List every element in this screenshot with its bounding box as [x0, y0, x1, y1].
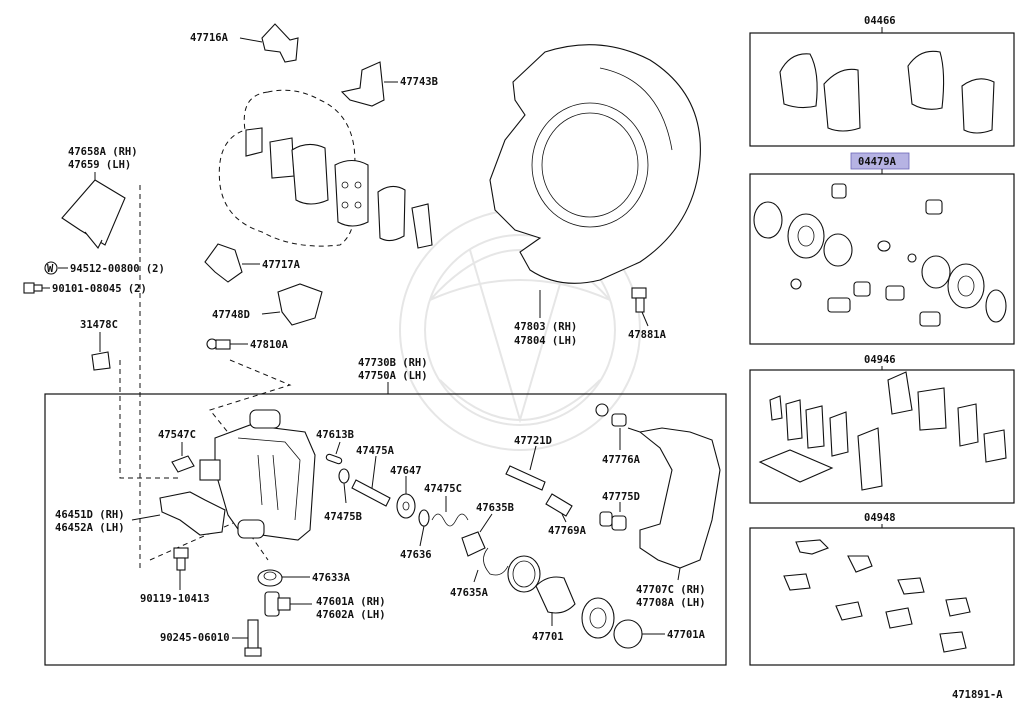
kit-label-04479A-highlight	[850, 152, 910, 170]
part-47613B[interactable]	[325, 441, 343, 465]
label-47475C: 47475C	[424, 483, 462, 495]
label-47658A: 47658A (RH)	[68, 146, 138, 158]
label-47475B: 47475B	[324, 511, 362, 523]
part-47633A[interactable]	[257, 569, 310, 587]
label-47601A: 47601A (RH)	[316, 596, 386, 608]
label-47721D: 47721D	[514, 435, 552, 447]
part-90119-bolt[interactable]	[173, 547, 189, 590]
part-47810A[interactable]	[206, 338, 248, 350]
part-47716A[interactable]	[239, 23, 299, 63]
label-47810A: 47810A	[250, 339, 289, 351]
label-47743B: 47743B	[400, 76, 438, 88]
part-47701[interactable]	[535, 576, 576, 626]
label-47748D: 47748D	[212, 309, 250, 321]
part-47601A[interactable]	[264, 591, 312, 617]
kit-label-04479A[interactable]: 04479A	[858, 156, 897, 168]
label-47775D: 47775D	[602, 491, 640, 503]
part-47776A[interactable]	[595, 403, 627, 450]
label-90245: 90245-06010	[160, 632, 230, 644]
label-47750A: 47750A (LH)	[358, 370, 428, 382]
part-90245-bolt[interactable]	[232, 619, 262, 657]
label-47804: 47804 (LH)	[514, 335, 577, 347]
label-47659: 47659 (LH)	[68, 159, 131, 171]
part-94512-washer[interactable]: W	[44, 261, 68, 275]
label-47803: 47803 (RH)	[514, 321, 577, 333]
kit-box-04948[interactable]	[749, 527, 1015, 666]
part-47635A[interactable]	[473, 547, 509, 583]
label-90119: 90119-10413	[140, 593, 210, 605]
part-47881A[interactable]	[631, 287, 649, 327]
kit-04466-pads	[779, 50, 995, 134]
pad-group-outline	[218, 89, 356, 247]
label-94512: 94512-00800 (2)	[70, 263, 165, 275]
part-47775D[interactable]	[599, 502, 627, 531]
part-46451D-bracket[interactable]	[131, 491, 226, 536]
label-31478C: 31478C	[80, 319, 118, 331]
label-46451D: 46451D (RH)	[55, 509, 125, 521]
part-47636[interactable]	[418, 509, 430, 547]
kit-box-04466[interactable]	[749, 32, 1015, 147]
part-47475A[interactable]	[351, 455, 391, 507]
part-47475B[interactable]	[338, 468, 350, 504]
kit-04948-clips	[783, 539, 971, 653]
kit-label-04948: 04948	[864, 512, 896, 524]
caliper-assembly-frame	[44, 393, 727, 666]
label-47647: 47647	[390, 465, 422, 477]
label-46452A: 46452A (LH)	[55, 522, 125, 534]
part-47475C[interactable]	[431, 496, 469, 527]
label-47730B: 47730B (RH)	[358, 357, 428, 369]
label-47613B: 47613B	[316, 429, 354, 441]
part-47707C[interactable]	[627, 427, 721, 581]
label-47636: 47636	[400, 549, 432, 561]
label-47701A: 47701A	[667, 629, 706, 641]
label-47475A: 47475A	[356, 445, 395, 457]
label-47635B: 47635B	[476, 502, 514, 514]
part-piston-cover[interactable]	[581, 597, 615, 639]
label-47633A: 47633A	[312, 572, 351, 584]
label-47635A: 47635A	[450, 587, 489, 599]
label-90101: 90101-08045 (2)	[52, 283, 147, 295]
label-47701: 47701	[532, 631, 564, 643]
part-piston-seal[interactable]	[507, 555, 541, 593]
diagram-id: 471891-A	[952, 689, 1003, 701]
part-47803-dust-shield[interactable]	[489, 44, 701, 318]
label-47881A: 47881A	[628, 329, 667, 341]
label-47717A: 47717A	[262, 259, 301, 271]
label-47707C: 47707C (RH)	[636, 584, 706, 596]
kit-label-04946: 04946	[864, 354, 896, 366]
part-47658A[interactable]	[61, 172, 126, 250]
part-47748D[interactable]	[261, 283, 323, 326]
label-47602A: 47602A (LH)	[316, 609, 386, 621]
part-pad-set[interactable]	[245, 127, 433, 249]
label-47547C: 47547C	[158, 429, 196, 441]
kit-04479A-seals	[753, 183, 1007, 327]
part-47743B[interactable]	[340, 61, 398, 107]
part-47769A[interactable]	[545, 493, 573, 523]
kit-04946-pads	[758, 371, 1007, 491]
label-47708A: 47708A (LH)	[636, 597, 706, 609]
label-47776A: 47776A	[602, 454, 641, 466]
washer-marker-text: W	[47, 263, 54, 275]
part-47721D[interactable]	[505, 445, 546, 491]
part-caliper-body[interactable]	[199, 409, 316, 541]
part-47635B[interactable]	[461, 513, 493, 557]
dashed-leader-31478	[119, 360, 178, 479]
part-47647[interactable]	[396, 476, 416, 519]
part-47547C[interactable]	[171, 442, 195, 473]
kit-label-04466: 04466	[864, 15, 896, 27]
part-47717A[interactable]	[204, 243, 260, 283]
label-47769A: 47769A	[548, 525, 587, 537]
kit-box-04479A[interactable]	[749, 173, 1015, 345]
kit-box-04946[interactable]	[749, 369, 1015, 504]
part-90101-bolt[interactable]	[23, 282, 50, 294]
label-47716A: 47716A	[190, 32, 229, 44]
part-31478C[interactable]	[91, 332, 111, 371]
part-47701A[interactable]	[613, 619, 665, 649]
